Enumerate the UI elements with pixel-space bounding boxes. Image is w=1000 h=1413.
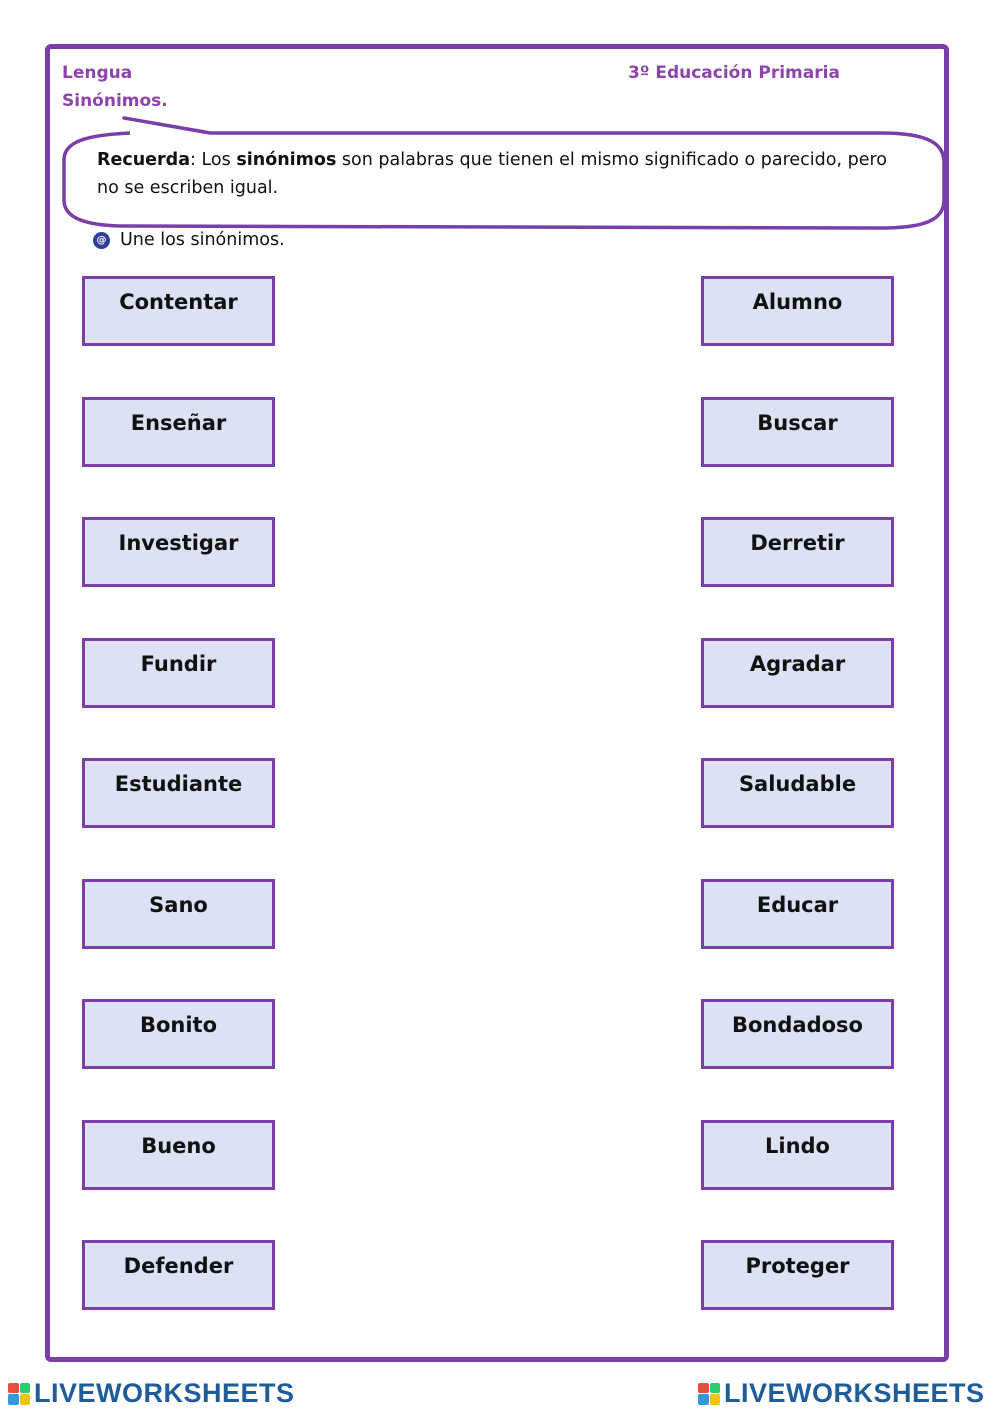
- right-word-box[interactable]: Agradar: [701, 637, 894, 708]
- brand-text: LIVEWORKSHEETS: [724, 1378, 985, 1408]
- left-word-box[interactable]: Fundir: [82, 637, 275, 708]
- brand-logo-icon: [8, 1382, 30, 1405]
- left-word-box[interactable]: Investigar: [82, 517, 275, 587]
- reminder-keyword: sinónimos: [236, 150, 337, 170]
- right-word-box[interactable]: Lindo: [701, 1119, 894, 1190]
- right-word-box[interactable]: Derretir: [701, 517, 894, 587]
- left-word-box[interactable]: Enseñar: [82, 396, 275, 467]
- brand-logo-icon: [698, 1382, 720, 1405]
- left-word-box[interactable]: Sano: [82, 878, 275, 949]
- left-word-box[interactable]: Bueno: [82, 1119, 275, 1190]
- reminder-text-1: : Los: [190, 150, 237, 170]
- footer-brand-left: LIVEWORKSHEETS: [8, 1378, 295, 1409]
- left-word-box[interactable]: Estudiante: [82, 758, 275, 828]
- reminder-label: Recuerda: [97, 150, 191, 170]
- topic-label: Sinónimos.: [62, 91, 168, 111]
- footer-brand-right: LIVEWORKSHEETS: [698, 1378, 985, 1409]
- right-word-box[interactable]: Buscar: [701, 396, 894, 467]
- brand-text: LIVEWORKSHEETS: [34, 1378, 295, 1408]
- instruction-text: Une los sinónimos.: [120, 230, 285, 250]
- speech-bubble: [62, 116, 946, 230]
- subject-label: Lengua: [62, 63, 133, 83]
- reminder-text-2: son palabras que tienen el mismo signifi…: [97, 150, 887, 198]
- left-word-box[interactable]: Contentar: [82, 276, 275, 346]
- reminder-note: Recuerda: Los sinónimos son palabras que…: [97, 146, 887, 202]
- right-word-box[interactable]: Alumno: [701, 276, 894, 346]
- worksheet-frame: [45, 44, 949, 1362]
- left-word-box[interactable]: Defender: [82, 1240, 275, 1310]
- right-word-box[interactable]: Proteger: [701, 1240, 894, 1310]
- grade-label: 3º Educación Primaria: [628, 63, 840, 83]
- right-word-box[interactable]: Bondadoso: [701, 999, 894, 1069]
- instruction: @ Une los sinónimos.: [93, 230, 285, 250]
- left-word-box[interactable]: Bonito: [82, 999, 275, 1069]
- right-word-box[interactable]: Saludable: [701, 758, 894, 828]
- bullet-icon: @: [93, 231, 110, 249]
- right-word-box[interactable]: Educar: [701, 878, 894, 949]
